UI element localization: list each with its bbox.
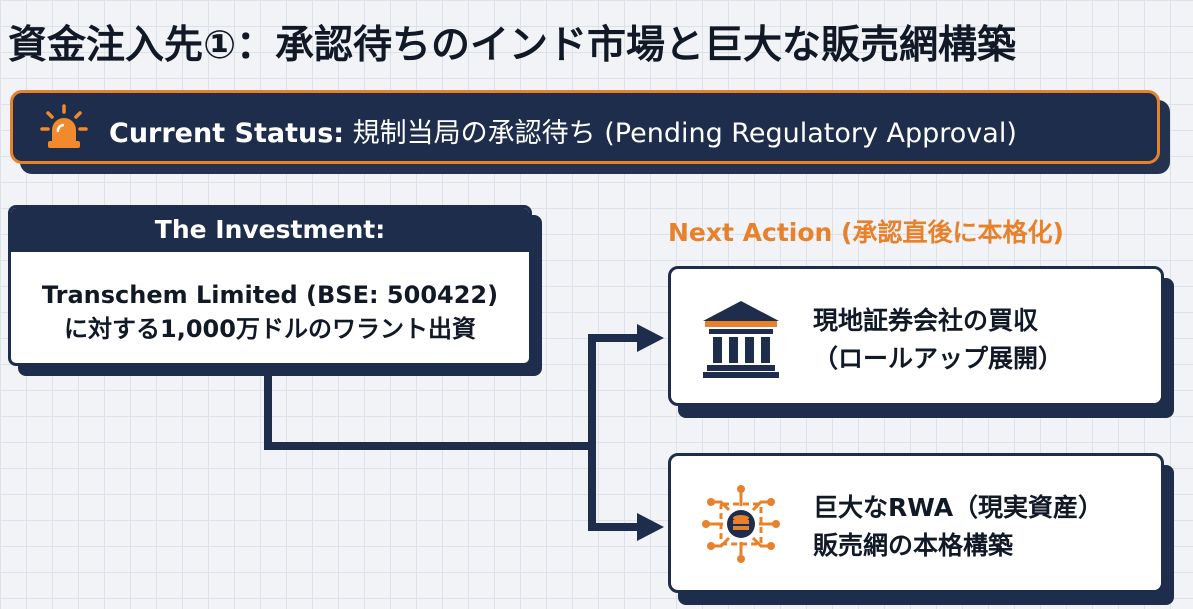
status-banner: Current Status: 規制当局の承認待ち (Pending Regul… [10,90,1160,164]
status-value: 規制当局の承認待ち (Pending Regulatory Approval) [352,118,1017,149]
action-line-1: 現地証券会社の買収 [813,306,1039,335]
arrowhead-upper [637,324,664,352]
next-action-label: Next Action (承認直後に本格化) [668,218,1064,247]
network-database-icon [702,485,780,563]
status-label: Current Status: [109,118,345,149]
action-card-acquisition: 現地証券会社の買収 （ロールアップ展開） [668,266,1164,406]
action-line-1: 巨大なRWA（現実資産） [813,493,1104,522]
bank-icon [703,301,779,378]
action-card-rwa-network: 巨大なRWA（現実資産） 販売網の本格構築 [668,453,1164,593]
siren-icon [40,104,88,148]
investment-header: The Investment: [11,208,529,252]
connector-trunk [264,366,592,450]
status-text: Current Status: 規制当局の承認待ち (Pending Regul… [109,111,1017,150]
connector-upper [588,334,640,450]
investment-body: Transchem Limited (BSE: 500422) に対する1,00… [11,278,529,346]
action-text-rwa-network: 巨大なRWA（現実資産） 販売網の本格構築 [813,489,1103,565]
investment-line-1: Transchem Limited (BSE: 500422) [41,281,499,309]
arrowhead-lower [637,513,664,541]
page-title: 資金注入先①：承認待ちのインド市場と巨大な販売網構築 [8,23,1017,68]
action-line-2: （ロールアップ展開） [813,344,1064,373]
investment-line-2: に対する1,000万ドルのワラント出資 [64,315,476,343]
action-line-2: 販売網の本格構築 [813,531,1014,560]
action-text-acquisition: 現地証券会社の買収 （ロールアップ展開） [813,302,1063,378]
connector-lower [588,442,640,531]
investment-card: The Investment: Transchem Limited (BSE: … [8,205,532,366]
